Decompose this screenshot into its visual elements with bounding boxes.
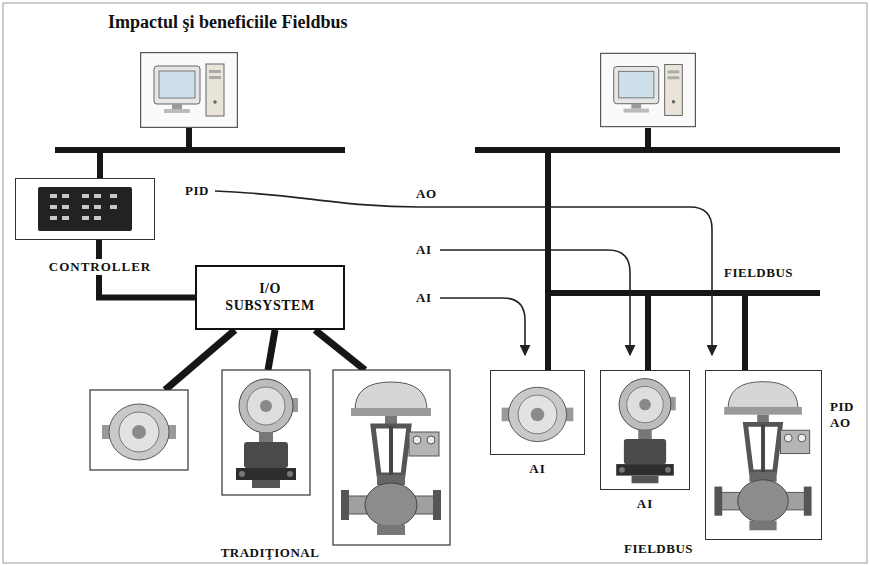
block-label: AI [414,242,433,258]
temperature-transmitter [102,404,176,460]
box-label: I/O SUBSYSTEM [214,281,326,315]
controller-indicators [50,194,117,220]
device-frame [333,370,450,545]
indicator [62,205,69,209]
fieldbus-spur [645,293,651,370]
fieldbus-segment [548,290,820,296]
control-bus [475,147,840,153]
pressure-transmitter [236,379,298,488]
block-label: AI [414,290,433,306]
indicator [94,216,101,220]
device-label: AI [634,496,656,512]
fieldbus-spur [742,293,748,370]
control-valve [714,382,811,531]
page-frame [3,3,867,563]
io-wire [315,330,365,370]
section-label: TRADIŢIONAL [219,545,322,561]
bus-drop [645,128,651,150]
control-valve [341,382,441,535]
diagram-title: Impactul şi beneficiile Fieldbus [108,12,348,34]
indicator [94,194,101,198]
field-device-box: PID AO [705,370,822,540]
block-label: PID [183,183,211,199]
device-label: CONTROLLER [46,259,154,275]
pressure-transmitter [616,379,676,484]
controller-box: CONTROLLER [15,178,155,240]
device-label: PID AO [830,399,854,430]
bus-label: FIELDBUS [722,265,795,281]
indicator [82,216,89,220]
device-frame [90,390,188,470]
indicator [110,194,117,198]
indicator [94,205,101,209]
operator-computer [141,53,238,128]
indicator [50,205,57,209]
fieldbus-wires [475,128,840,370]
migration-arrow [440,250,630,355]
device-label: AI [526,461,548,477]
section-label: FIELDBUS [622,541,695,557]
block-label: AO [414,186,439,202]
field-device-box: AI [600,370,690,490]
bus-drop [186,128,192,150]
io-wire [268,330,275,370]
indicator [62,216,69,220]
indicator [82,205,89,209]
operator-computer [601,53,696,126]
io-subsystem-box: I/O SUBSYSTEM [195,265,345,330]
indicator [82,194,89,198]
fieldbus-trunk [545,150,551,370]
indicator [110,205,117,209]
indicator [50,194,57,198]
bus-drop [97,150,103,178]
indicator [50,216,57,220]
device-frame [222,370,310,495]
migration-arrow [440,298,525,355]
indicator [62,194,69,198]
temperature-transmitter [502,387,574,441]
field-device-box: AI [490,370,585,455]
controller-panel [38,187,132,231]
